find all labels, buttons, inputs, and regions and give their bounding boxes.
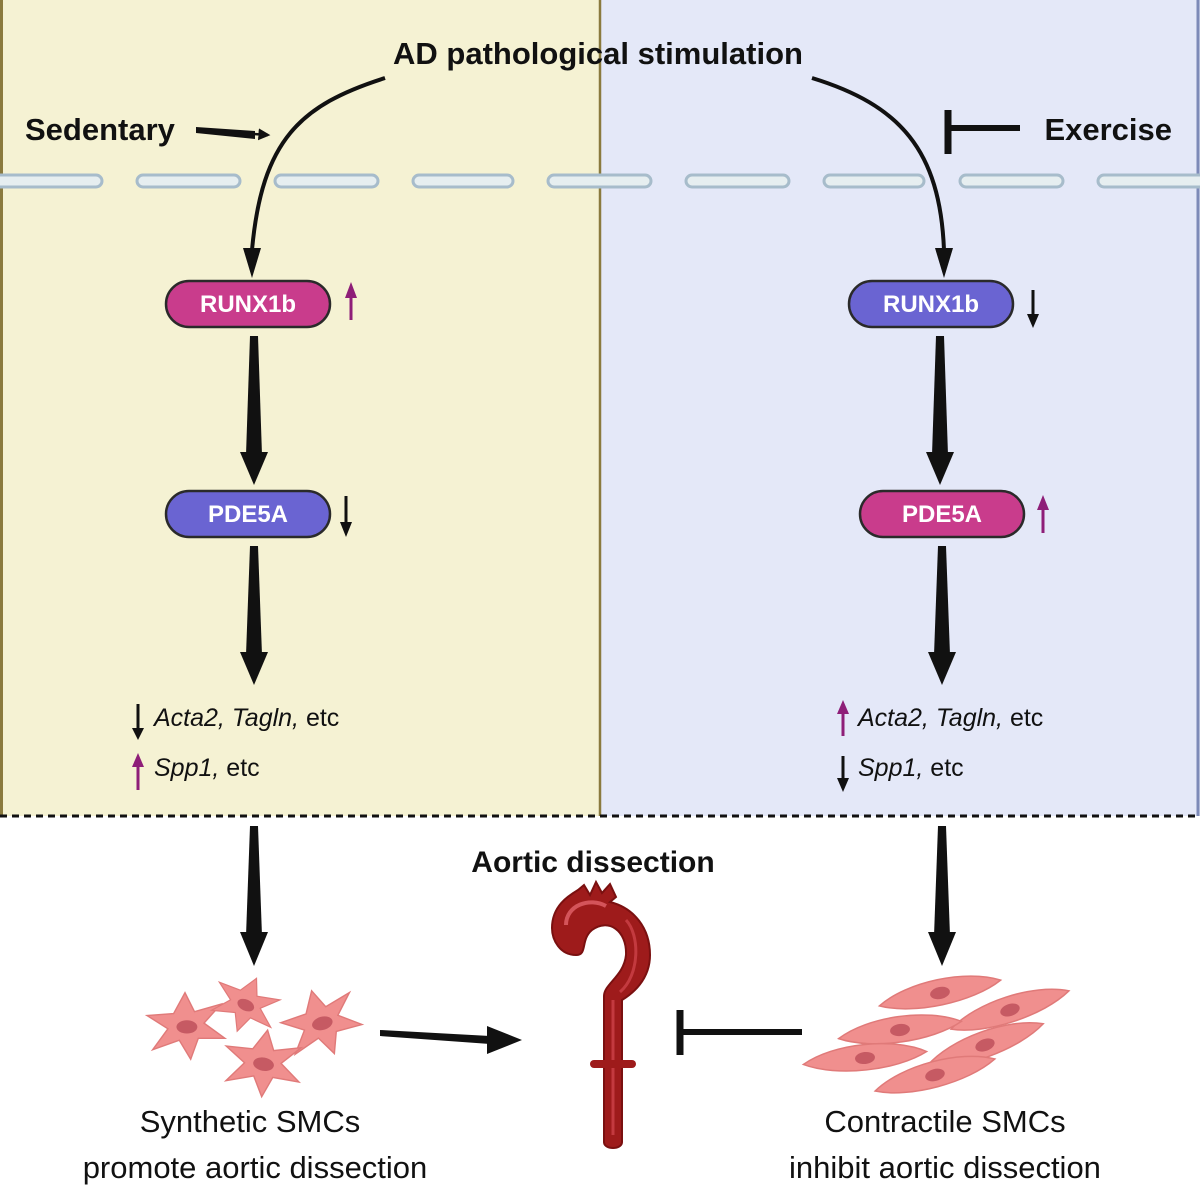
left-caption-line1: Synthetic SMCs	[140, 1104, 361, 1139]
left-arrow-runx1b-to-pde5a	[240, 336, 268, 485]
left-genes-line1: Acta2, Tagln, etc	[152, 704, 339, 732]
left-down-arrow-genes	[132, 704, 144, 740]
left-pde5a-node: PDE5A	[164, 489, 332, 539]
left-stimulation-arrow	[250, 76, 386, 251]
svg-text:PDE5A: PDE5A	[902, 501, 982, 528]
right-runx1b-down-arrow	[1027, 290, 1039, 328]
right-down-arrow-genes	[837, 756, 849, 792]
svg-text:RUNX1b: RUNX1b	[200, 291, 296, 318]
left-runx1b-up-arrow	[345, 282, 357, 320]
left-arrow-pde5a-to-genes	[240, 546, 268, 685]
synthetic-promote-arrow	[380, 1026, 522, 1054]
left-runx1b-node: RUNX1b	[164, 279, 332, 329]
right-genes-line1: Acta2, Tagln, etc	[856, 704, 1043, 732]
aorta-illustration	[550, 879, 652, 1149]
left-pde5a-down-arrow	[340, 496, 352, 537]
right-pde5a-node: PDE5A	[858, 489, 1026, 539]
contractile-inhibit-bar	[676, 1010, 802, 1055]
right-caption-line2: inhibit aortic dissection	[789, 1150, 1101, 1185]
right-runx1b-node: RUNX1b	[847, 279, 1015, 329]
aortic-dissection-title: Aortic dissection	[471, 846, 714, 879]
right-genes-line2: Spp1, etc	[858, 754, 964, 782]
sedentary-label: Sedentary	[25, 112, 176, 147]
left-caption-line2: promote aortic dissection	[83, 1150, 428, 1185]
exercise-label: Exercise	[1044, 112, 1172, 147]
right-arrow-runx1b-to-pde5a	[926, 336, 954, 485]
left-genes-line2: Spp1, etc	[154, 754, 260, 782]
stimulation-title: AD pathological stimulation	[393, 36, 803, 71]
right-pde5a-up-arrow	[1037, 495, 1049, 533]
exercise-panel	[600, 0, 1200, 816]
synthetic-smcs-illustration	[146, 964, 369, 1104]
right-caption-line1: Contractile SMCs	[824, 1104, 1065, 1139]
exercise-inhibition-bar	[944, 110, 1020, 154]
contractile-smcs-illustration	[801, 966, 1074, 1104]
right-arrow-pde5a-to-genes	[928, 546, 956, 685]
left-arrow-to-synthetic-smcs	[240, 826, 268, 966]
right-arrow-to-contractile-smcs	[928, 826, 956, 966]
cell-membrane	[0, 173, 1200, 189]
right-stimulation-arrow	[811, 76, 946, 251]
right-up-arrow-genes	[837, 700, 849, 736]
sedentary-panel	[0, 0, 600, 816]
svg-text:RUNX1b: RUNX1b	[883, 291, 979, 318]
svg-text:PDE5A: PDE5A	[208, 501, 288, 528]
left-up-arrow-genes	[132, 753, 144, 790]
